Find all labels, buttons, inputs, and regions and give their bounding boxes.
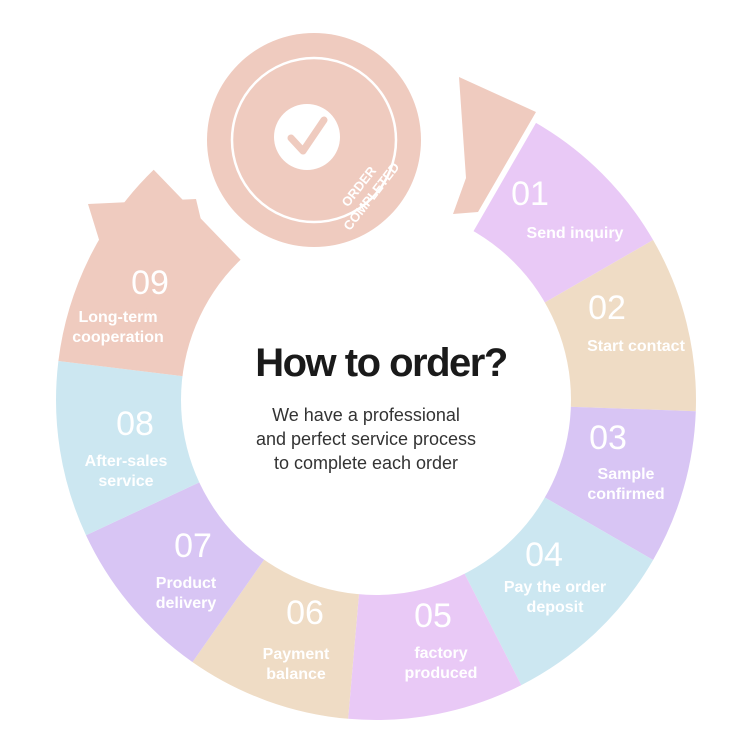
step-label-02-line-1: Start contact	[587, 338, 685, 355]
center-description-line-3: to complete each order	[274, 453, 458, 473]
step-segment-07	[86, 480, 267, 663]
step-label-04-line-1: Pay the order	[504, 579, 606, 596]
step-label-05-line-1: factory	[414, 645, 467, 662]
badge-check-disc	[274, 104, 340, 170]
step-number-06: 06	[286, 594, 324, 632]
step-segment-03	[540, 406, 696, 560]
step-segment-01	[471, 122, 654, 306]
step-segment-05	[348, 569, 522, 721]
step-number-04: 04	[525, 536, 563, 574]
center-description-line-1: We have a professional	[272, 405, 460, 425]
step-label-03-line-1: Sample	[598, 466, 655, 483]
badge-inner-ring	[230, 56, 398, 224]
step-number-07: 07	[174, 527, 212, 565]
checkmark-icon	[287, 116, 328, 155]
step-number-03: 03	[589, 419, 627, 457]
step-label-01-line-1: Send inquiry	[527, 225, 624, 242]
center-description-line-2: and perfect service process	[256, 429, 476, 449]
step-segment-02	[540, 240, 696, 412]
step-label-04-line-2: deposit	[527, 599, 585, 616]
step-label-06-line-2: balance	[266, 666, 326, 683]
step-number-05: 05	[414, 597, 452, 635]
step-label-05-line-2: produced	[405, 665, 478, 682]
step-segment-04	[462, 495, 654, 686]
step-label-07-line-1: Product	[156, 575, 217, 592]
step-number-08: 08	[116, 405, 154, 443]
step-label-08-line-2: service	[98, 473, 153, 490]
step-label-08-line-1: After-sales	[85, 453, 168, 470]
step-number-02: 02	[588, 289, 626, 327]
arrow-head	[88, 199, 222, 340]
step-number-01: 01	[511, 175, 549, 213]
step-number-09: 09	[131, 264, 169, 302]
center-title: How to order?	[255, 341, 507, 385]
arrow-tail	[453, 77, 536, 214]
step-segment-06	[192, 555, 360, 719]
step-label-03-line-2: confirmed	[587, 486, 664, 503]
order-completed-badge: ORDER COMPLETED	[207, 33, 421, 247]
step-label-09-line-1: Long-term	[78, 309, 157, 326]
center-circle	[181, 205, 571, 595]
step-label-09-line-2: cooperation	[72, 329, 164, 346]
step-segment-08	[56, 361, 204, 536]
step-label-06-line-1: Payment	[263, 646, 330, 663]
step-label-07-line-2: delivery	[156, 595, 217, 612]
